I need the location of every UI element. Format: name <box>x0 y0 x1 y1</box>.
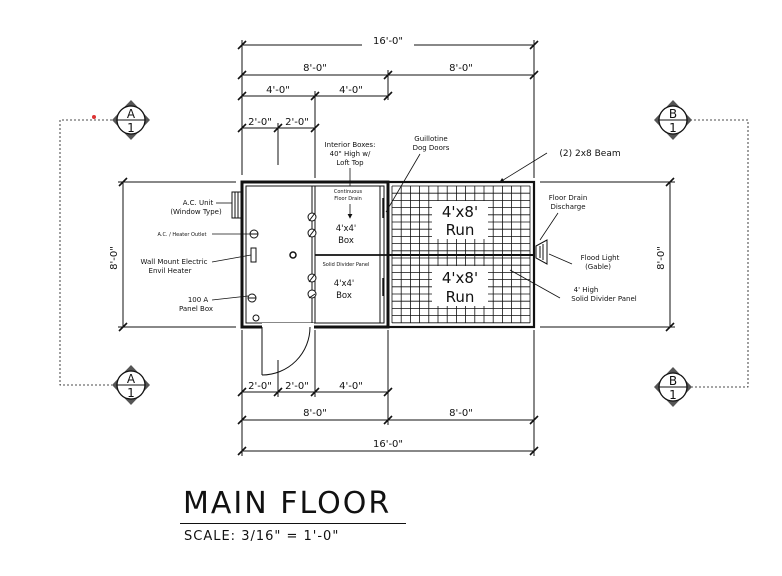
svg-text:Continuous: Continuous <box>334 189 363 195</box>
svg-text:40" High w/: 40" High w/ <box>330 150 371 158</box>
svg-text:(2) 2x8 Beam: (2) 2x8 Beam <box>559 149 620 159</box>
section-b-bottom-number: 1 <box>669 388 677 402</box>
outlet-icon <box>249 229 259 239</box>
svg-text:Solid Divider Panel: Solid Divider Panel <box>571 295 636 303</box>
label-solid-divider-panel: 4' High Solid Divider Panel <box>509 269 637 303</box>
top-dimension-ticks <box>237 40 539 133</box>
dim-left-height: 8'-0" <box>109 246 120 270</box>
room-box1-sub: Box <box>338 236 354 246</box>
svg-text:Dog Doors: Dog Doors <box>413 144 450 152</box>
room-run2-sub: Run <box>446 288 475 306</box>
section-b-top-letter: B <box>669 107 677 121</box>
section-marker-a-bottom: A 1 <box>112 365 150 405</box>
room-run1-label: 4'x8' <box>442 203 478 221</box>
section-cut-lines <box>59 119 749 388</box>
building-walls <box>240 180 536 329</box>
bottom-dimension-ticks <box>237 387 539 456</box>
svg-text:Floor Drain: Floor Drain <box>549 194 588 202</box>
section-marker-b-top: B 1 <box>654 100 692 140</box>
label-guillotine: Guillotine Dog Doors <box>385 135 450 213</box>
svg-text:Flood Light: Flood Light <box>581 254 620 262</box>
svg-text:Guillotine: Guillotine <box>414 135 447 143</box>
label-beam: (2) 2x8 Beam <box>499 149 621 183</box>
floor-drain-icon <box>289 251 297 259</box>
svg-text:(Window Type): (Window Type) <box>170 208 222 216</box>
dim-right-height: 8'-0" <box>656 246 667 270</box>
svg-text:Discharge: Discharge <box>550 203 585 211</box>
ac-unit <box>231 191 243 219</box>
label-ac-heater-outlet: A.C. / Heater Outlet <box>158 232 250 238</box>
room-box2-sub: Box <box>336 291 352 301</box>
label-flood-light: Flood Light (Gable) <box>548 253 620 271</box>
dim-top-2b: 2'-0" <box>285 117 309 128</box>
panel-box-icon <box>247 293 257 303</box>
section-a-bottom-letter: A <box>127 372 136 386</box>
dim-top-left-half: 8'-0" <box>303 63 327 74</box>
section-a-top-number: 1 <box>127 121 135 135</box>
section-marker-a-top: A 1 <box>112 100 150 140</box>
section-b-top-number: 1 <box>669 121 677 135</box>
svg-text:(Gable): (Gable) <box>585 263 611 271</box>
dim-bottom-2a: 2'-0" <box>248 381 272 392</box>
dim-top-4b: 4'-0" <box>339 85 363 96</box>
scale-label: SCALE: 3/16" = 1'-0" <box>184 529 340 544</box>
dim-bottom-left-half: 8'-0" <box>303 408 327 419</box>
room-box2-label: 4'x4' <box>334 279 355 289</box>
room-box1-label: 4'x4' <box>336 224 357 234</box>
dim-top-overall: 16'-0" <box>373 36 403 47</box>
room-run1-sub: Run <box>446 221 475 239</box>
top-dimensions <box>241 40 535 178</box>
svg-text:A.C. / Heater Outlet: A.C. / Heater Outlet <box>158 232 207 238</box>
dim-top-right-half: 8'-0" <box>449 63 473 74</box>
label-continuous-drain: Continuous Floor Drain <box>334 189 363 219</box>
label-panel-box: 100 A Panel Box <box>179 295 249 313</box>
door-opening <box>262 323 314 331</box>
section-marker-dot <box>92 115 96 119</box>
heater-icon <box>250 247 257 263</box>
dim-top-2a: 2'-0" <box>248 117 272 128</box>
svg-text:Floor Drain: Floor Drain <box>334 196 362 202</box>
page-title: MAIN FLOOR <box>183 486 392 521</box>
guillotine-door-icons <box>307 212 317 299</box>
svg-text:A.C. Unit: A.C. Unit <box>183 199 214 207</box>
side-dimensions <box>118 181 675 328</box>
svg-text:Interior Boxes:: Interior Boxes: <box>325 141 376 149</box>
room-run2-label: 4'x8' <box>442 269 478 287</box>
dim-bottom-right-half: 8'-0" <box>449 408 473 419</box>
label-heater: Wall Mount Electric Envil Heater <box>141 254 252 275</box>
label-interior-boxes: Interior Boxes: 40" High w/ Loft Top <box>325 141 376 186</box>
run1-label-bg <box>432 201 488 239</box>
dim-bottom-4: 4'-0" <box>339 381 363 392</box>
section-b-bottom-letter: B <box>669 374 677 388</box>
svg-text:Loft Top: Loft Top <box>336 159 364 167</box>
flood-light-icon <box>535 239 548 265</box>
svg-text:4' High: 4' High <box>574 286 599 294</box>
svg-text:Envil Heater: Envil Heater <box>149 267 192 275</box>
side-dimension-ticks <box>118 177 675 332</box>
dim-bottom-2b: 2'-0" <box>285 381 309 392</box>
svg-text:100 A: 100 A <box>188 296 209 304</box>
svg-text:Wall Mount Electric: Wall Mount Electric <box>141 258 208 266</box>
section-a-bottom-number: 1 <box>127 386 135 400</box>
label-solid-divider-small: Solid Divider Panel <box>323 262 370 268</box>
dim-top-4a: 4'-0" <box>266 85 290 96</box>
label-ac-unit: A.C. Unit (Window Type) <box>170 199 232 216</box>
dim-bottom-overall: 16'-0" <box>373 439 403 450</box>
door-swing <box>261 326 311 376</box>
section-a-top-letter: A <box>127 107 136 121</box>
section-marker-b-bottom: B 1 <box>654 367 692 407</box>
run2-label-bg <box>432 266 488 306</box>
svg-text:Panel Box: Panel Box <box>179 305 213 313</box>
wall-fixture-icon <box>252 314 260 322</box>
label-floor-drain-discharge: Floor Drain Discharge <box>539 194 588 241</box>
title-underline <box>180 523 406 524</box>
